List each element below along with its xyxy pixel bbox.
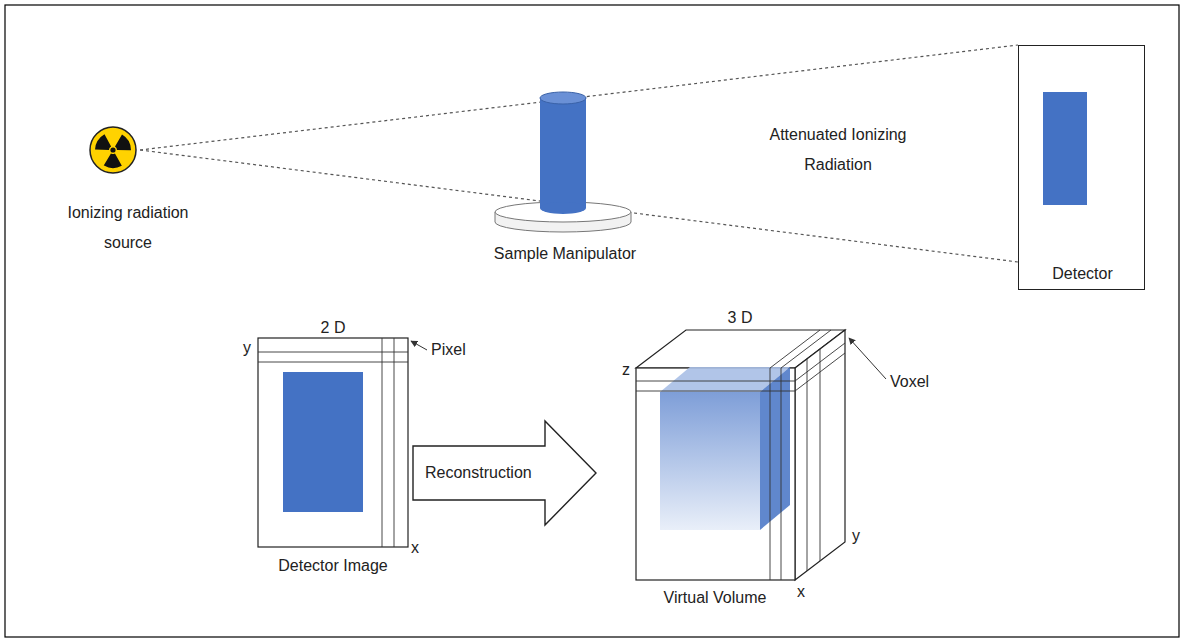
reconstruction-arrow: Reconstruction — [412, 418, 597, 528]
axis-label: y — [852, 526, 860, 546]
voxel-depth — [807, 359, 808, 571]
pixel-row — [258, 362, 408, 363]
source-label: Ionizing radiation source — [53, 198, 203, 258]
cube-side — [795, 330, 845, 580]
voxel-column — [781, 368, 782, 580]
inner-front — [660, 392, 760, 530]
block-arrow — [413, 421, 596, 525]
axis-label: y — [243, 338, 251, 358]
sample-cylinder — [540, 98, 586, 208]
detector-signal — [1043, 92, 1087, 205]
voxel-column — [781, 330, 831, 368]
detector-image-node: 2 D Detector Image — [240, 312, 430, 578]
pixel-column — [394, 338, 395, 547]
part-label: Sample Manipulator — [470, 244, 660, 264]
image-shadow — [283, 372, 363, 512]
image-frame — [258, 338, 408, 547]
voxel-leader — [849, 338, 886, 379]
dimension-heading: 3 D — [728, 308, 753, 328]
dimension-heading: 2 D — [321, 318, 346, 338]
pixel-column — [382, 338, 383, 547]
platform-top — [495, 202, 631, 222]
trefoil-center — [110, 147, 115, 152]
detector-box: Detector — [1018, 45, 1145, 290]
pixel-leader — [411, 341, 427, 350]
pixel-row — [258, 352, 408, 353]
cube-front — [636, 368, 795, 580]
pointer-label: Voxel — [890, 372, 929, 392]
symbol-disc — [90, 127, 136, 173]
virtual-volume — [636, 330, 886, 580]
radiation-symbol — [90, 127, 136, 173]
node-label: Detector — [1052, 264, 1112, 284]
node-caption: Detector Image — [278, 556, 387, 576]
voxel-column — [770, 368, 771, 580]
inner-side — [760, 367, 790, 530]
cylinder-top — [540, 92, 586, 104]
virtual-volume-node: 3 D Virtual Volume — [615, 300, 860, 612]
axis-label: x — [797, 582, 805, 602]
axis-label: x — [411, 538, 419, 558]
voxel-row — [636, 381, 795, 382]
outer-frame — [5, 5, 1179, 637]
voxel-column — [770, 330, 820, 368]
voxel-row — [636, 391, 795, 392]
voxel-depth — [820, 349, 821, 561]
sample-manipulator — [495, 92, 631, 232]
axis-label: z — [622, 360, 630, 380]
detector-image — [258, 338, 427, 547]
node-caption: Virtual Volume — [664, 588, 767, 608]
arrow-label: Reconstruction — [425, 463, 532, 483]
cylinder-bottom — [540, 202, 586, 214]
trefoil — [98, 135, 128, 165]
pointer-label: Pixel — [431, 340, 466, 360]
beam-label: Attenuated Ionizing Radiation — [748, 120, 928, 180]
